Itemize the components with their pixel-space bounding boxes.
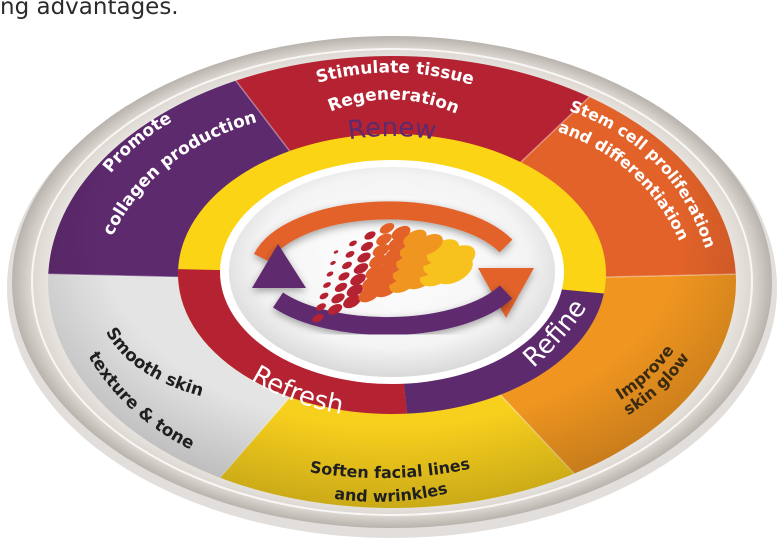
logo-dot <box>331 293 345 304</box>
logo-dot <box>364 231 376 240</box>
logo-dot <box>343 294 361 309</box>
logo-dot <box>316 303 326 311</box>
logo-dot <box>357 252 371 263</box>
logo-dot <box>342 261 352 270</box>
logo-dot <box>379 222 395 234</box>
logo-dot <box>327 303 343 315</box>
logo-dot <box>345 251 355 258</box>
hub-renew-label: Renew <box>346 113 438 146</box>
caption-text: ng advantages. <box>0 0 179 20</box>
logo-dot <box>372 244 390 257</box>
logo-dot <box>338 272 350 281</box>
hub-refine-band <box>403 288 604 414</box>
logo-dot <box>349 240 357 247</box>
logo-dot <box>323 282 331 288</box>
logo-dot <box>350 273 366 286</box>
refresh-cycle-arrow <box>252 244 513 336</box>
outer-rim-line <box>31 48 753 516</box>
logo-dot <box>346 284 364 297</box>
logo-dot <box>403 229 427 248</box>
logo-dot <box>319 292 329 300</box>
logo-dot <box>330 260 336 266</box>
logo-dot <box>365 265 385 280</box>
logo-dot <box>326 271 334 277</box>
logo-dot <box>312 313 324 323</box>
logo-dot <box>388 236 408 252</box>
logo-dot <box>334 282 348 292</box>
dot-pattern-logo <box>312 222 476 323</box>
logo-dot <box>369 254 387 269</box>
logo-dot <box>353 263 369 274</box>
logo-dot <box>391 225 411 241</box>
logo-dot <box>360 241 374 252</box>
logo-dot <box>376 233 392 246</box>
logo-dot <box>362 275 382 291</box>
logo-dot <box>333 250 339 254</box>
